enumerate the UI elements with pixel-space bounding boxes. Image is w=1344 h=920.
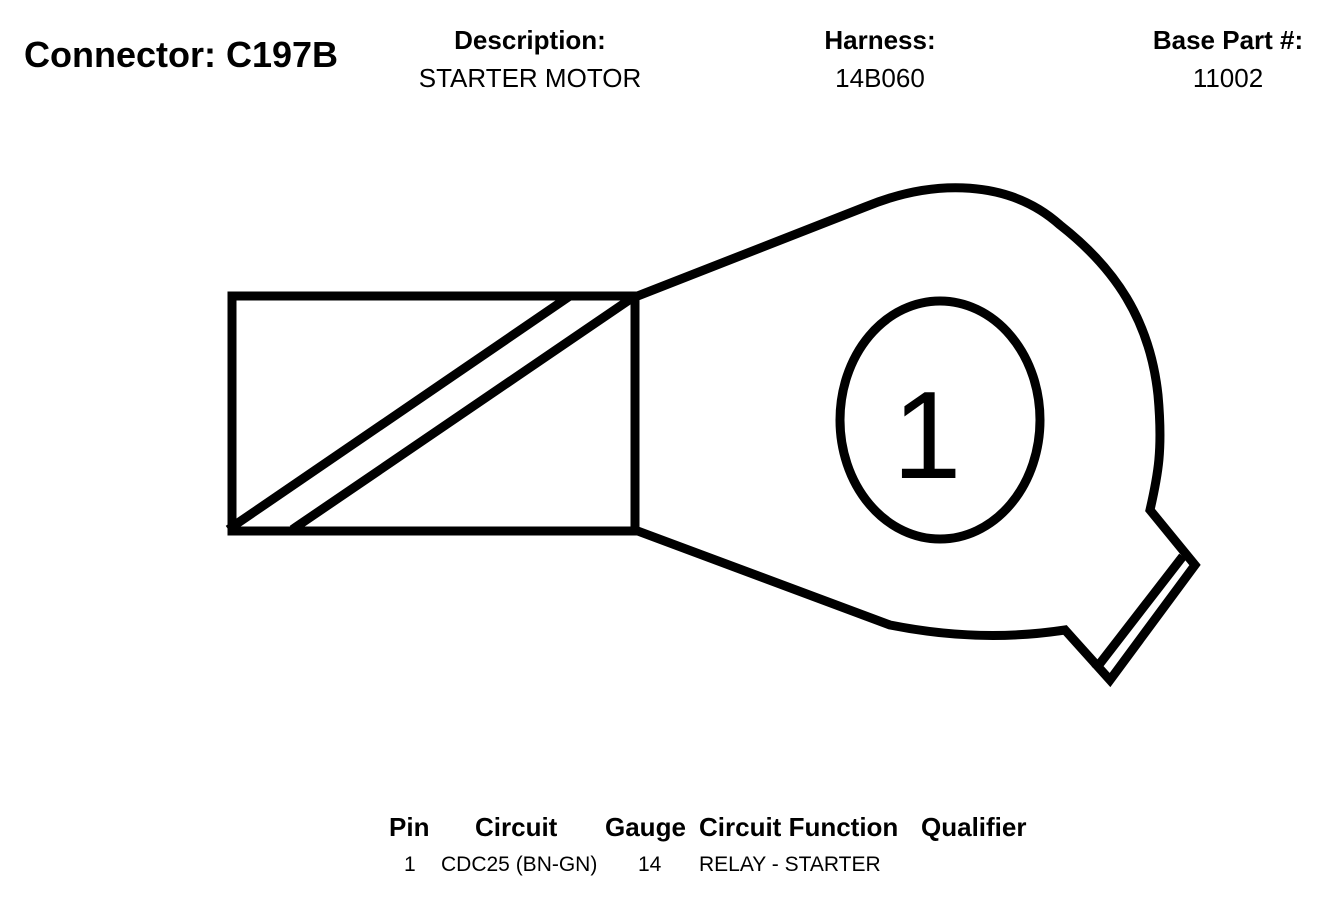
header-gauge: Gauge [605, 812, 686, 842]
header-pin: Pin [389, 812, 430, 842]
seam-line-upper [289, 291, 639, 534]
description-value: STARTER MOTOR [418, 63, 642, 93]
base-part-label: Base Part #: [1152, 25, 1304, 55]
harness-field: Harness: 14B060 [780, 25, 980, 93]
header-qualifier: Qualifier [921, 812, 1027, 842]
header-circuit: Circuit [475, 812, 558, 842]
terminal-tab-inner-line [1091, 553, 1187, 673]
row-1-circuit: CDC25 (BN-GN) [441, 853, 598, 876]
connector-title: Connector: C197B [24, 34, 339, 75]
harness-value: 14B060 [835, 63, 925, 93]
pin-1-cavity [835, 296, 1045, 544]
description-label: Description: [454, 25, 606, 55]
base-part-value: 11002 [1192, 63, 1264, 93]
seam-line-lower [225, 291, 574, 534]
header-circuit-function: Circuit Function [699, 812, 899, 842]
pin-1-label: 1 [893, 367, 962, 505]
crimp-barrel [227, 291, 640, 536]
ring-terminal-outline [629, 183, 1201, 688]
harness-label: Harness: [824, 25, 936, 55]
base-part-field: Base Part #: 11002 [1128, 25, 1328, 93]
row-1-circuit-function: RELAY - STARTER [699, 853, 881, 876]
description-field: Description: STARTER MOTOR [380, 25, 680, 93]
row-1-pin: 1 [404, 853, 416, 876]
row-1-gauge: 14 [638, 853, 662, 876]
